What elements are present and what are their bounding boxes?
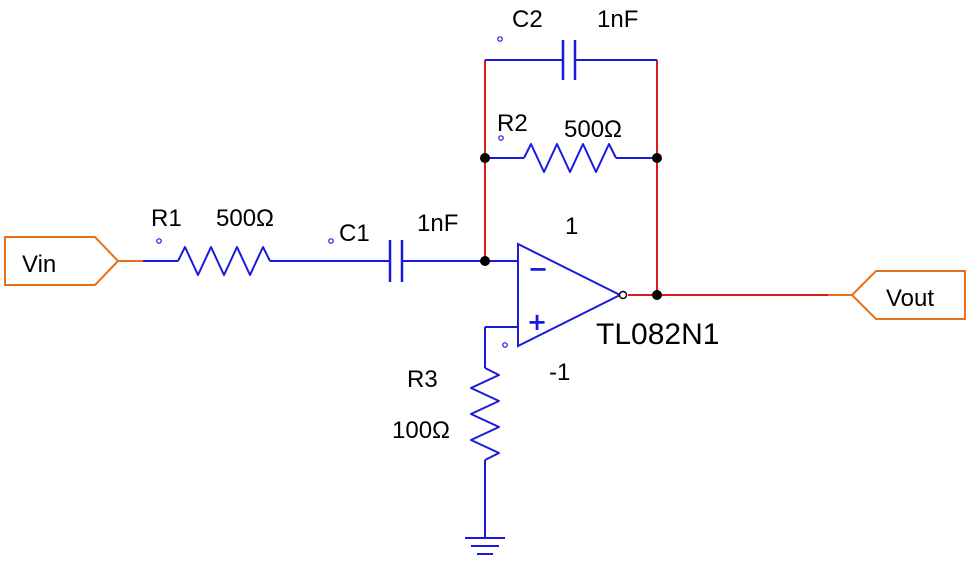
r1-value-label: 500Ω: [216, 205, 274, 232]
capacitor-c1[interactable]: C1 1nF: [328, 210, 485, 282]
vout-port-shape: [850, 270, 966, 320]
junctions: [480, 153, 662, 300]
vin-port-shape: [4, 236, 120, 286]
r3-pin-marker: [502, 342, 508, 348]
r3-ref-label: R3: [407, 366, 438, 393]
opamp-pin-upper-label: 1: [565, 213, 578, 240]
opamp-output-pin: [618, 290, 628, 300]
junction-dot: [652, 290, 662, 300]
vin-port-label: Vin: [22, 251, 56, 278]
resistor-r2[interactable]: R2 500Ω: [485, 110, 657, 173]
r2-value-label: 500Ω: [564, 116, 622, 143]
opamp-tl082n1[interactable]: − + 1 -1 TL082N1: [484, 213, 719, 386]
c2-value-label: 1nF: [597, 6, 638, 33]
c1-pin-marker: [328, 238, 334, 244]
junction-dot: [652, 153, 662, 163]
opamp-name-label: TL082N1: [596, 318, 719, 351]
resistor-r3[interactable]: R3 100Ω: [392, 342, 508, 538]
c2-ref-label: C2: [512, 6, 543, 33]
junction-dot: [480, 153, 490, 163]
c1-value-label: 1nF: [417, 210, 458, 237]
opamp-pin-lower-label: -1: [549, 359, 570, 386]
opamp-minus-sign: −: [528, 255, 548, 283]
r1-zigzag: [177, 246, 271, 276]
r2-ref-label: R2: [497, 110, 528, 137]
c2-pin-marker: [497, 36, 503, 42]
vout-port[interactable]: Vout: [828, 270, 966, 320]
r3-zigzag: [470, 367, 500, 461]
r1-pin-marker: [156, 238, 162, 244]
c1-ref-label: C1: [339, 220, 370, 247]
ground-symbol: [465, 537, 505, 555]
r2-zigzag: [523, 143, 617, 173]
r2-pin-marker: [498, 135, 504, 141]
opamp-plus-sign: +: [527, 308, 547, 336]
capacitor-c2[interactable]: C2 1nF: [485, 6, 657, 80]
r1-ref-label: R1: [151, 205, 182, 232]
opamp-triangle: [517, 242, 623, 348]
vout-port-label: Vout: [886, 285, 934, 312]
resistor-r1[interactable]: R1 500Ω: [143, 205, 390, 276]
junction-dot: [480, 256, 490, 266]
vin-port[interactable]: Vin: [4, 236, 143, 286]
r3-value-label: 100Ω: [392, 417, 450, 444]
